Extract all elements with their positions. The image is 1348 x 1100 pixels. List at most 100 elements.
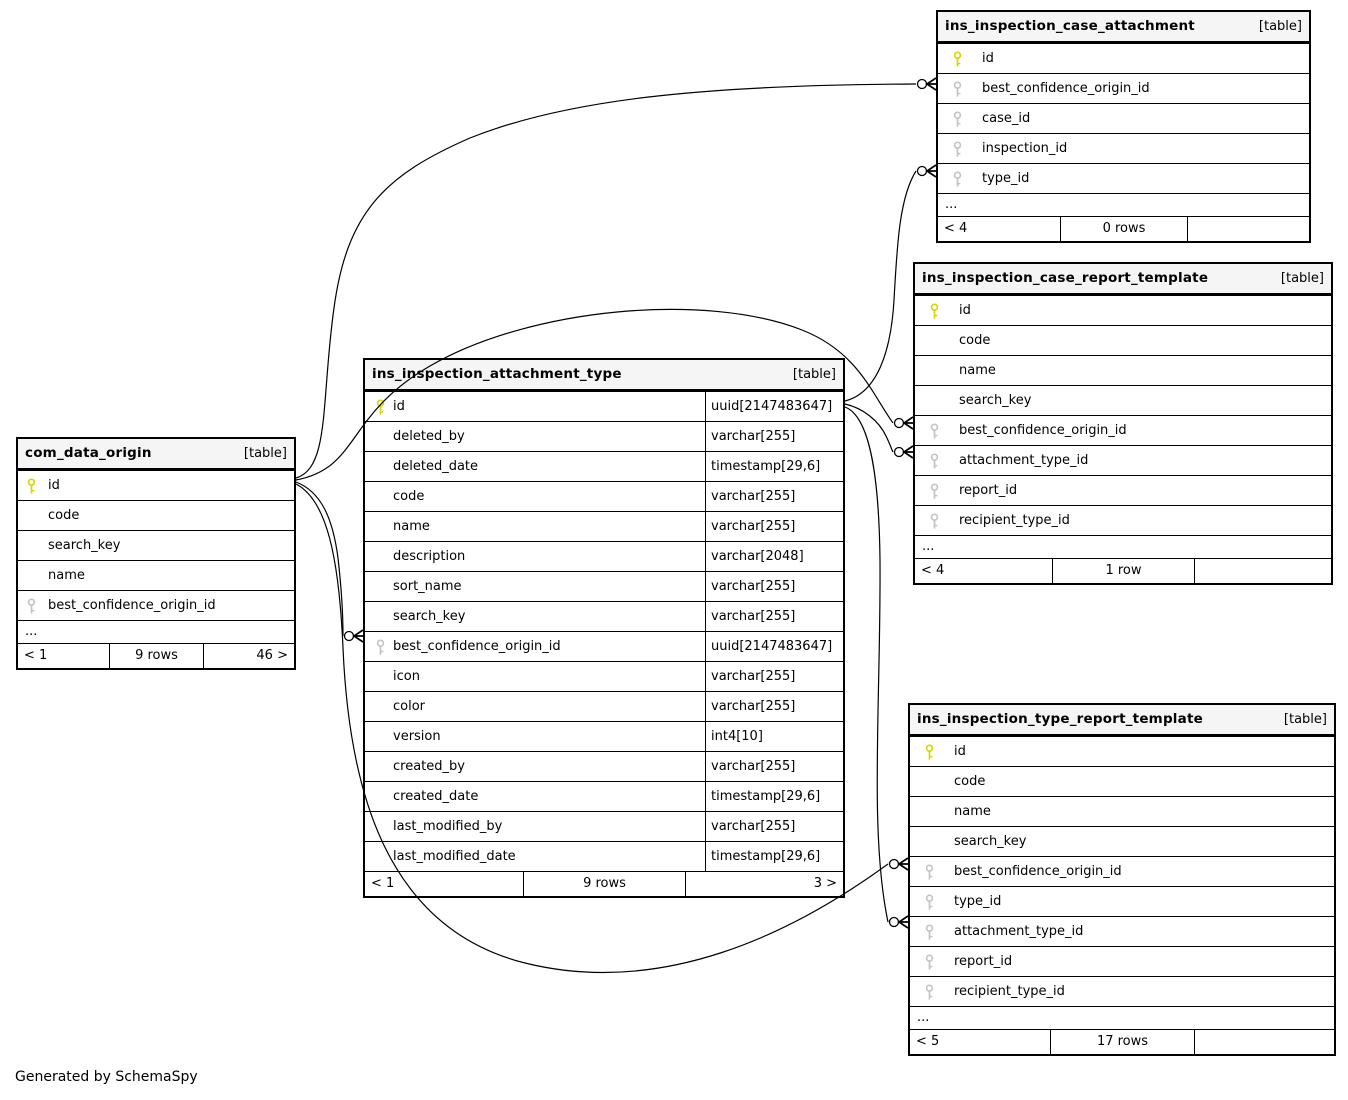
table-title[interactable]: ins_inspection_type_report_template <box>917 711 1203 727</box>
foreign-key-icon <box>924 953 935 982</box>
table-header: ins_inspection_type_report_template [tabl… <box>910 705 1334 736</box>
column-row-deleted_by: deleted_by varchar[255] <box>365 421 843 451</box>
column-name: icon <box>393 669 420 684</box>
footer-left: < 4 <box>921 563 945 578</box>
column-name: recipient_type_id <box>954 984 1065 999</box>
column-name: id <box>982 51 994 66</box>
column-name: created_date <box>393 789 479 804</box>
column-row-name: name varchar[255] <box>365 511 843 541</box>
column-name: color <box>393 699 426 714</box>
column-name: deleted_by <box>393 429 465 444</box>
column-row-type_id: type_id <box>938 163 1309 193</box>
column-row-attachment_type_id: attachment_type_id <box>915 445 1331 475</box>
foreign-key-icon <box>929 482 940 511</box>
column-name: sort_name <box>393 579 462 594</box>
column-name: created_by <box>393 759 465 774</box>
table-title[interactable]: ins_inspection_attachment_type <box>372 366 622 382</box>
column-row-best_confidence_origin_id: best_confidence_origin_id <box>915 415 1331 445</box>
column-row-id: id <box>910 736 1334 766</box>
column-name: name <box>959 363 996 378</box>
column-name: id <box>959 303 971 318</box>
column-name: attachment_type_id <box>954 924 1084 939</box>
edge-crowsfoot-arrow <box>902 416 914 430</box>
table-node-ins_inspection_type_report_template[interactable]: ins_inspection_type_report_template [tabl… <box>908 703 1336 1056</box>
column-name: id <box>48 478 60 493</box>
table-node-ins_inspection_case_report_template[interactable]: ins_inspection_case_report_template [tabl… <box>913 262 1333 585</box>
column-name: attachment_type_id <box>959 453 1089 468</box>
column-type: varchar[255] <box>705 692 843 721</box>
table-tag: [table] <box>1258 19 1302 34</box>
column-row-color: color varchar[255] <box>365 691 843 721</box>
column-row-inspection_id: inspection_id <box>938 133 1309 163</box>
column-type: varchar[255] <box>705 662 843 691</box>
column-type: varchar[255] <box>705 422 843 451</box>
ellipsis-row: ... <box>915 535 1331 558</box>
column-row-best_confidence_origin_id: best_confidence_origin_id <box>938 73 1309 103</box>
column-row-case_id: case_id <box>938 103 1309 133</box>
table-tag: [table] <box>1283 712 1327 727</box>
relationship-ins_inspection_attachment_type-ins_inspection_type_report_template-attachment_type_id <box>844 406 909 929</box>
column-row-report_id: report_id <box>910 946 1334 976</box>
column-type: uuid[2147483647] <box>705 392 843 421</box>
column-name: name <box>954 804 991 819</box>
column-name: last_modified_by <box>393 819 503 834</box>
foreign-key-icon <box>952 110 963 139</box>
column-name: name <box>48 568 85 583</box>
table-title[interactable]: ins_inspection_case_attachment <box>945 18 1195 34</box>
column-type: varchar[255] <box>705 602 843 631</box>
table-node-ins_inspection_case_attachment[interactable]: ins_inspection_case_attachment [table] id b… <box>936 10 1311 243</box>
column-row-name: name <box>18 560 294 590</box>
table-tag: [table] <box>1280 271 1324 286</box>
footer-left: < 1 <box>371 876 395 891</box>
column-name: best_confidence_origin_id <box>48 598 216 613</box>
column-name: case_id <box>982 111 1031 126</box>
edge-circle-terminator <box>916 78 928 90</box>
footer-center: 17 rows <box>1049 1030 1194 1054</box>
table-tag: [table] <box>792 367 836 382</box>
column-row-code: code <box>910 766 1334 796</box>
column-type: varchar[255] <box>705 482 843 511</box>
column-name: search_key <box>393 609 466 624</box>
table-title[interactable]: ins_inspection_case_report_template <box>922 270 1209 286</box>
foreign-key-icon <box>924 893 935 922</box>
column-row-name: name <box>915 355 1331 385</box>
column-row-search_key: search_key <box>910 826 1334 856</box>
edge-circle-terminator <box>343 630 355 642</box>
column-name: name <box>393 519 430 534</box>
column-row-created_date: created_date timestamp[29,6] <box>365 781 843 811</box>
column-name: report_id <box>959 483 1018 498</box>
column-row-type_id: type_id <box>910 886 1334 916</box>
edge-circle-terminator <box>893 417 905 429</box>
column-name: code <box>954 774 986 789</box>
foreign-key-icon <box>924 863 935 892</box>
foreign-key-icon <box>929 422 940 451</box>
column-name: version <box>393 729 441 744</box>
column-row-created_by: created_by varchar[255] <box>365 751 843 781</box>
column-name: best_confidence_origin_id <box>982 81 1150 96</box>
foreign-key-icon <box>929 452 940 481</box>
column-row-search_key: search_key <box>18 530 294 560</box>
column-name: best_confidence_origin_id <box>954 864 1122 879</box>
edge-circle-terminator <box>893 446 905 458</box>
ellipsis-row: ... <box>18 620 294 643</box>
column-type: varchar[255] <box>705 512 843 541</box>
column-name: recipient_type_id <box>959 513 1070 528</box>
footer-center: 9 rows <box>109 644 203 668</box>
footer-center: 0 rows <box>1060 217 1186 241</box>
primary-key-icon <box>929 302 940 331</box>
column-row-icon: icon varchar[255] <box>365 661 843 691</box>
column-row-id: id <box>938 43 1309 73</box>
column-type: timestamp[29,6] <box>705 782 843 811</box>
column-name: search_key <box>959 393 1032 408</box>
column-row-id: id <box>18 470 294 500</box>
table-title[interactable]: com_data_origin <box>25 445 152 461</box>
column-name: search_key <box>48 538 121 553</box>
column-type: varchar[255] <box>705 752 843 781</box>
foreign-key-icon <box>952 170 963 199</box>
